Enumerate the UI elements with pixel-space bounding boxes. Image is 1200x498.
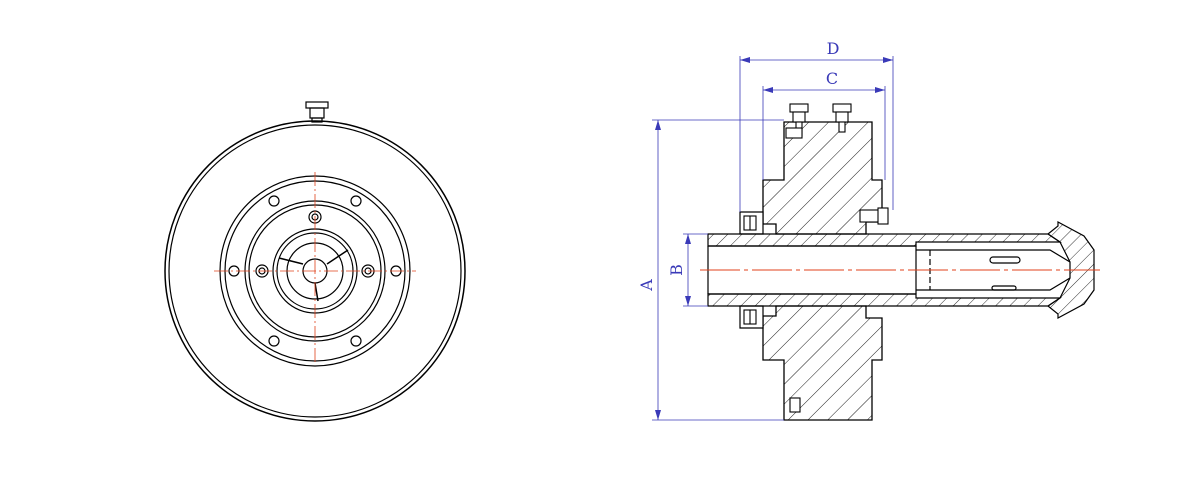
outer-disk-inner-edge xyxy=(168,124,462,418)
shaft-lower-wall xyxy=(707,293,1062,307)
shaft-upper-wall xyxy=(707,233,1062,247)
top-air-fitting xyxy=(305,101,329,123)
dimension-c-label: C xyxy=(826,69,838,88)
dimension-a-label: A xyxy=(637,279,656,292)
outer-disk-outline xyxy=(164,120,466,422)
lower-housing-section xyxy=(762,305,883,421)
collet-slits xyxy=(278,249,349,302)
dimension-d-label: D xyxy=(827,39,840,58)
front-view-centerlines xyxy=(214,172,416,362)
dimensions xyxy=(652,56,894,421)
dimension-b-label: B xyxy=(667,264,686,276)
dimension-arrows xyxy=(655,57,893,420)
fastener-screws xyxy=(743,127,889,413)
section-view xyxy=(700,103,1100,421)
